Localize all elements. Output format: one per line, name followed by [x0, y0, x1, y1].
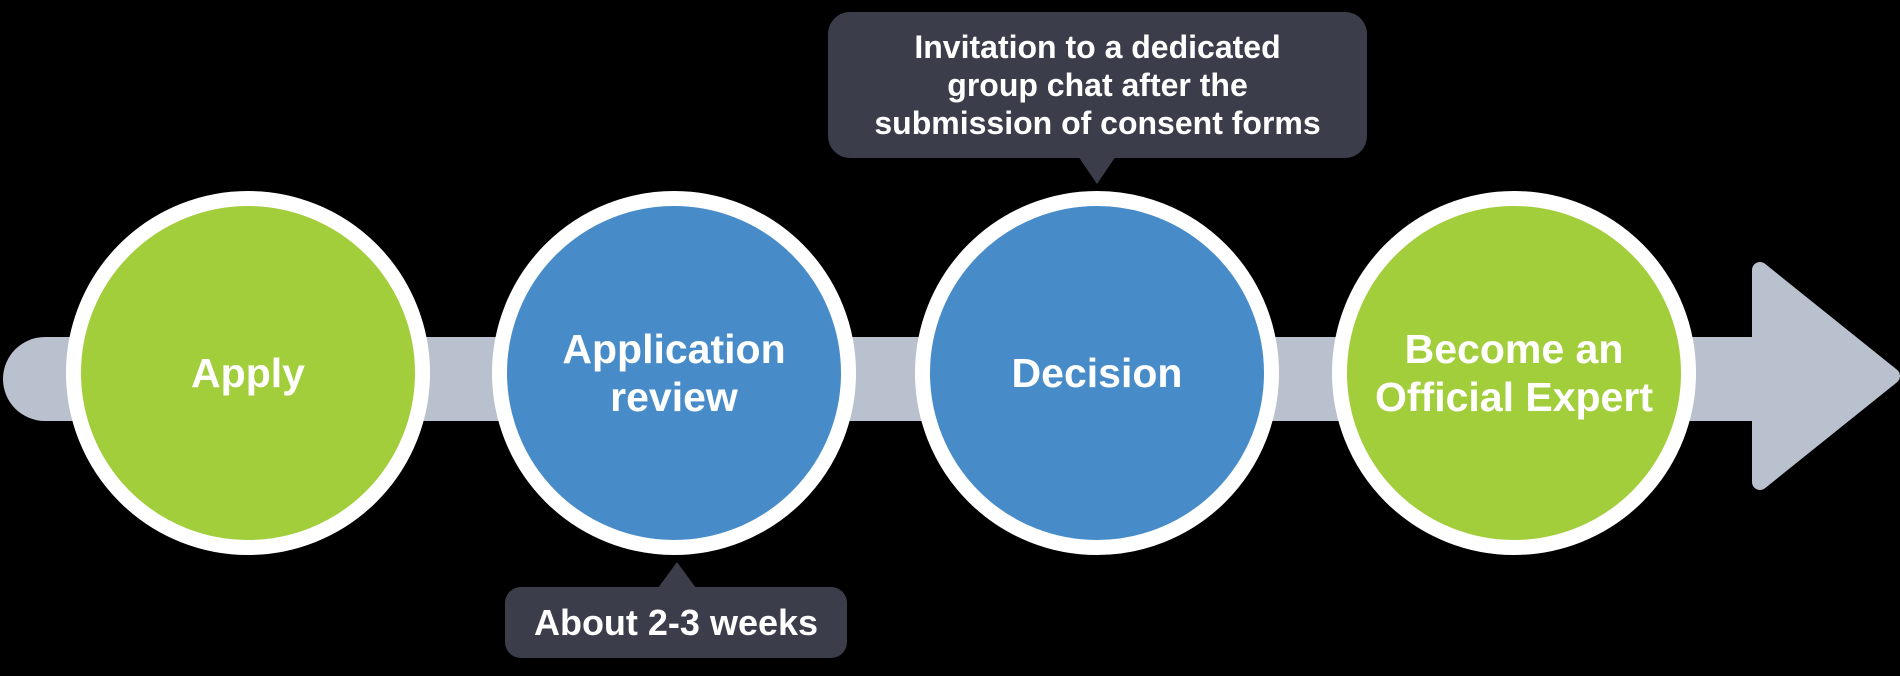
callout-review-tail — [658, 562, 696, 588]
callout-decision-tail — [1078, 156, 1116, 184]
step-circle-apply: Apply — [66, 191, 430, 555]
step-label-become-official-expert: Become an Official Expert — [1375, 326, 1653, 420]
callout-review-duration: About 2-3 weeks — [505, 587, 847, 658]
callout-decision-note-text: Invitation to a dedicated group chat aft… — [874, 29, 1321, 141]
callout-review-duration-text: About 2-3 weeks — [533, 601, 819, 643]
step-circle-decision: Decision — [915, 191, 1279, 555]
step-circle-application-review: Application review — [492, 191, 856, 555]
step-label-application-review: Application review — [562, 326, 786, 420]
step-label-apply: Apply — [191, 350, 305, 396]
arrow-head-icon — [1752, 262, 1900, 490]
step-label-decision: Decision — [1011, 350, 1183, 396]
callout-decision-note: Invitation to a dedicated group chat aft… — [828, 12, 1367, 158]
step-circle-become-official-expert: Become an Official Expert — [1332, 191, 1696, 555]
